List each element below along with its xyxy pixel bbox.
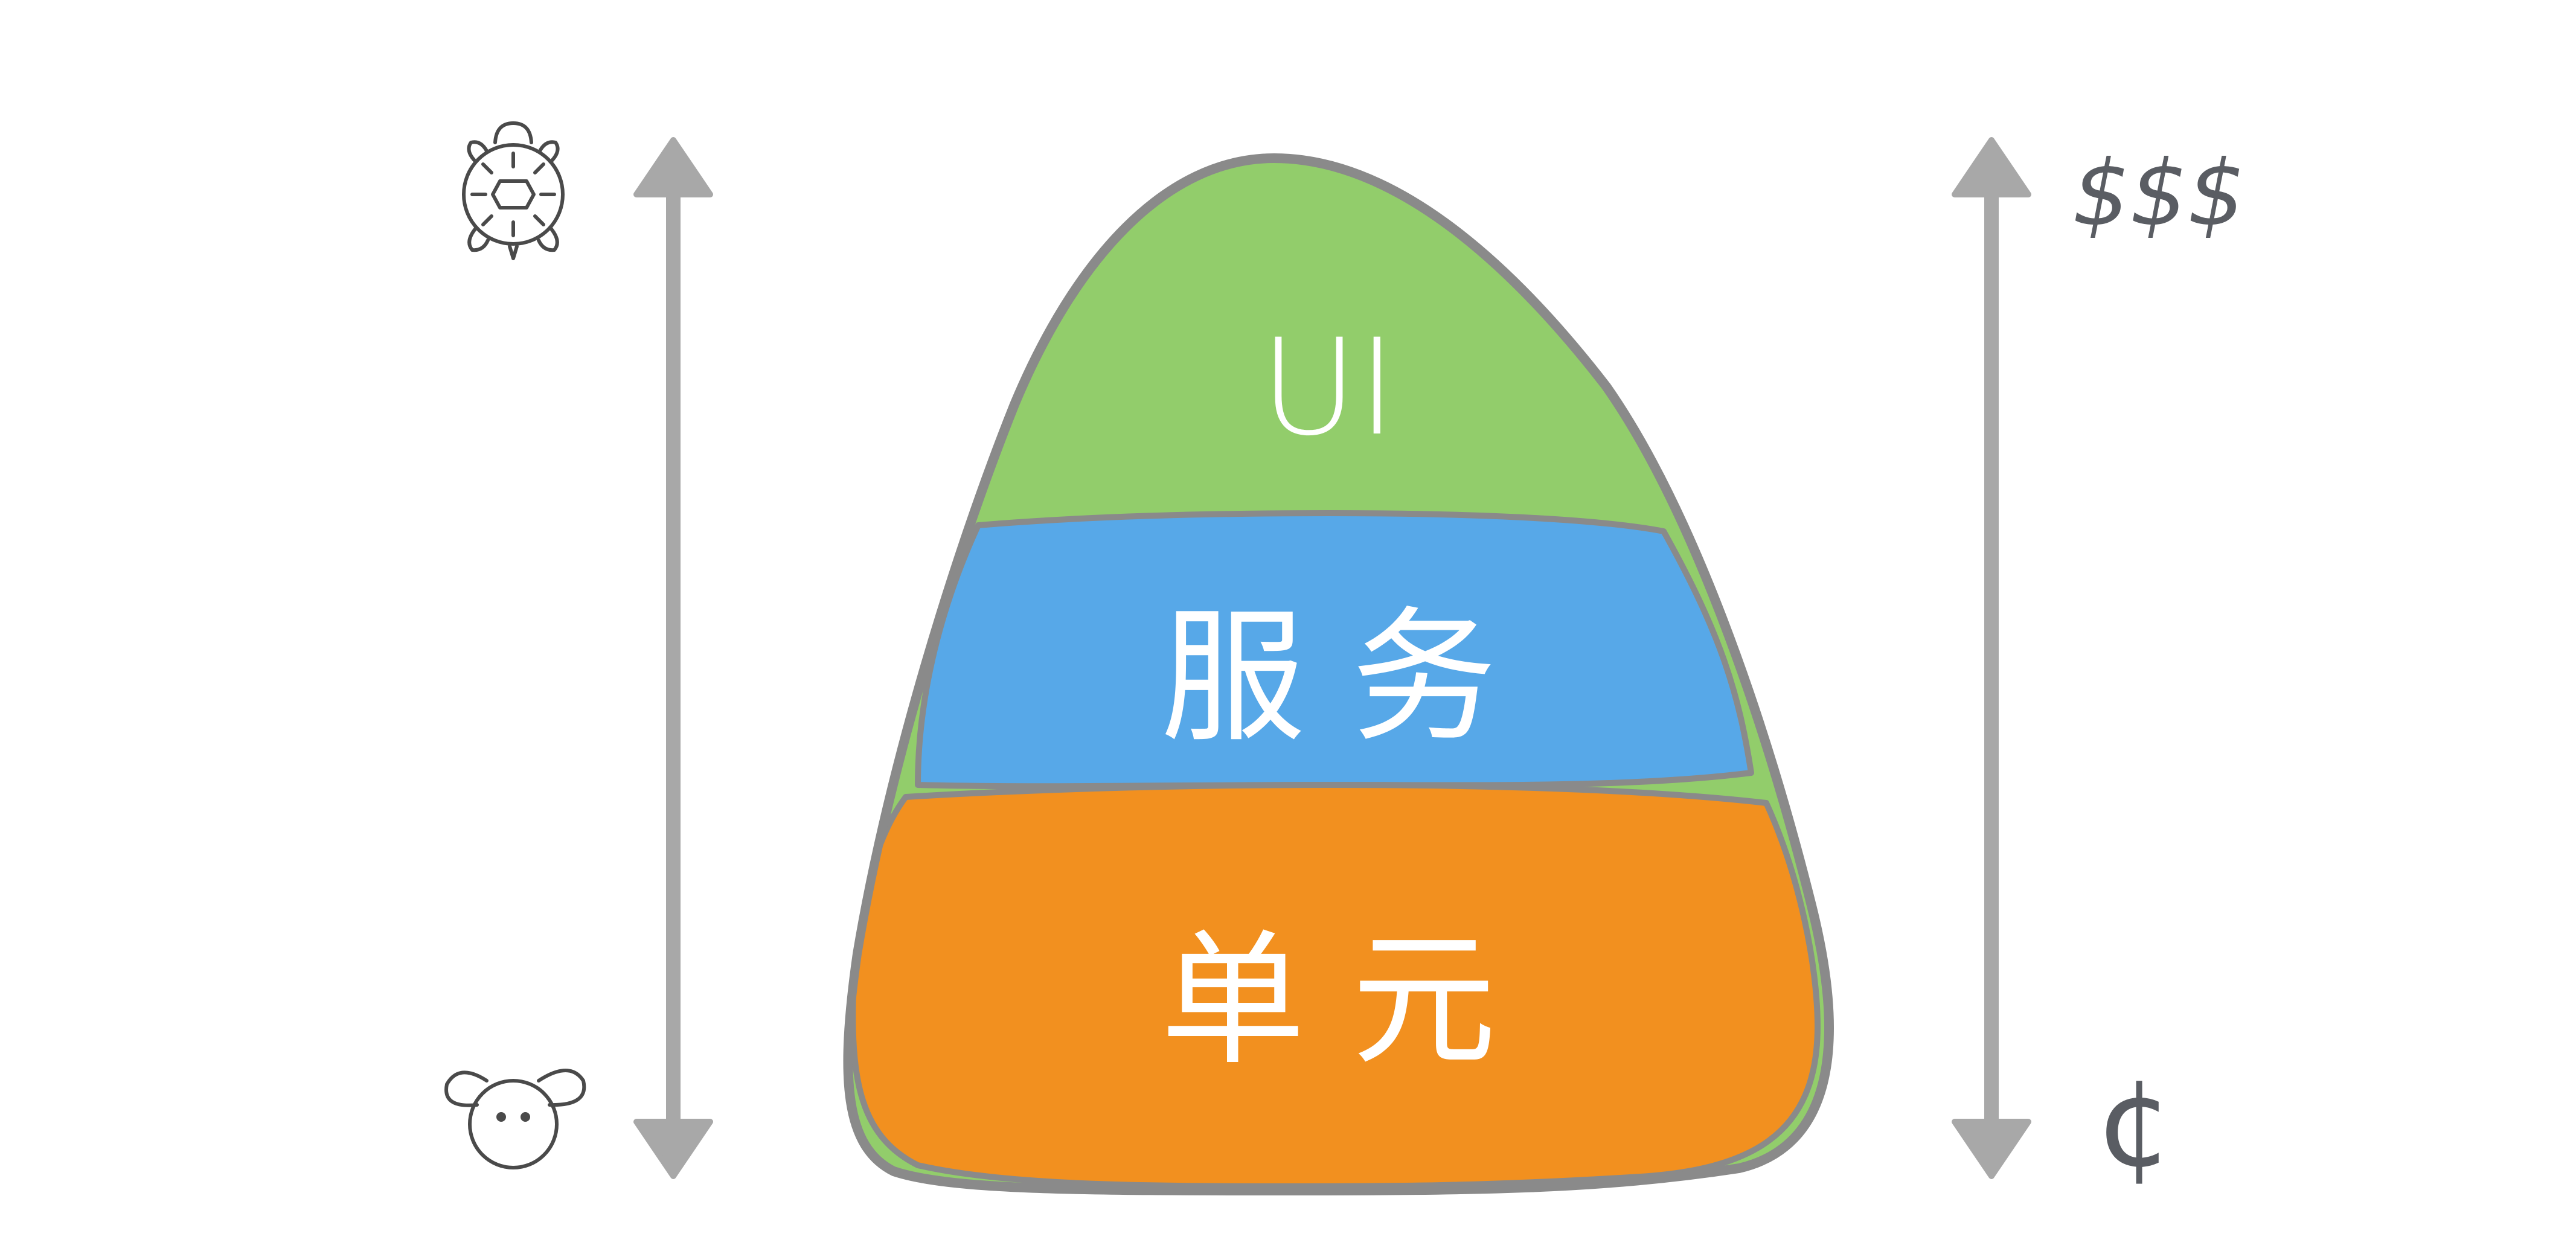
cost-axis	[1952, 137, 2031, 1179]
turtle-icon	[462, 121, 565, 260]
layer-service-label: 服 务	[1161, 593, 1496, 762]
cost-high-label: $$$	[2072, 141, 2245, 246]
speed-axis-arrowhead-up	[633, 137, 713, 197]
layer-unit-label: 单 元	[1161, 916, 1496, 1085]
rabbit-icon	[444, 1069, 586, 1169]
layer-ui-label: UI	[1260, 310, 1397, 465]
speed-axis	[633, 137, 713, 1179]
layer-service	[915, 510, 1754, 790]
test-pyramid: UI 服 务 单 元	[843, 153, 1834, 1195]
cost-low-label: ¢	[2096, 1054, 2173, 1194]
cost-axis-arrowhead-down	[1952, 1119, 2031, 1179]
speed-axis-arrowhead-down	[633, 1119, 713, 1179]
cost-axis-arrowhead-up	[1952, 137, 2031, 197]
pyramid-outline-top	[844, 154, 1833, 1195]
